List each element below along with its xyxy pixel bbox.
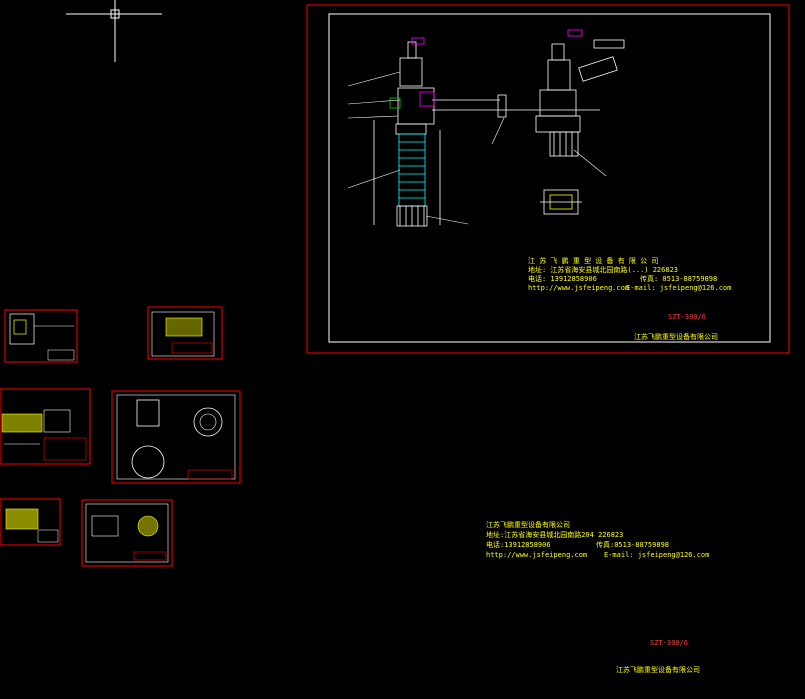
company-name-top: 江 苏 飞 鹏 重 型 设 备 有 限 公 司 <box>528 257 659 265</box>
web-bottom: http://www.jsfeipeng.com <box>486 551 588 559</box>
title-block-code-bottom: SZT-300/6 <box>650 639 688 647</box>
thumb-2[interactable] <box>147 306 223 360</box>
leader-lines <box>347 71 607 225</box>
thumb-3[interactable] <box>0 388 91 465</box>
fax-bottom: 传真:0513-88759898 <box>596 541 670 549</box>
pump-side-view <box>520 29 625 157</box>
web-top: http://www.jsfeipeng.com <box>528 284 630 292</box>
phone-top: 电话: 13912858906 <box>528 275 597 283</box>
pump-elevation <box>373 37 520 227</box>
phone-bottom: 电话:13912858906 <box>486 541 551 549</box>
fax-top: 传真: 0513-88759898 <box>640 275 718 283</box>
title-block-code-top: SZT-300/6 <box>668 313 706 321</box>
section-aa <box>540 189 582 215</box>
company-name-bottom: 江苏飞鹏重型设备有限公司 <box>486 521 570 529</box>
company-footer-top: 江苏飞鹏重型设备有限公司 <box>634 333 718 341</box>
thumb-4[interactable] <box>111 390 241 484</box>
address-bottom: 地址:江苏省海安县城北园南路204 226823 <box>486 531 624 539</box>
email-bottom: E-mail: jsfeipeng@126.com <box>604 551 710 559</box>
drawing-sheet-top[interactable] <box>306 4 790 354</box>
section-aa-label: A—A <box>0 0 29 19</box>
address-top: 地址: 江苏省海安县城北园南路(...) 226823 <box>528 266 679 274</box>
thumb-6[interactable] <box>81 499 173 567</box>
crosshair-icon <box>66 0 162 62</box>
company-footer-bottom: 江苏飞鹏重型设备有限公司 <box>616 666 700 674</box>
email-top: E-mail: jsfeipeng@126.com <box>626 284 732 292</box>
thumb-1[interactable] <box>4 309 78 363</box>
thumb-5[interactable] <box>0 498 61 546</box>
